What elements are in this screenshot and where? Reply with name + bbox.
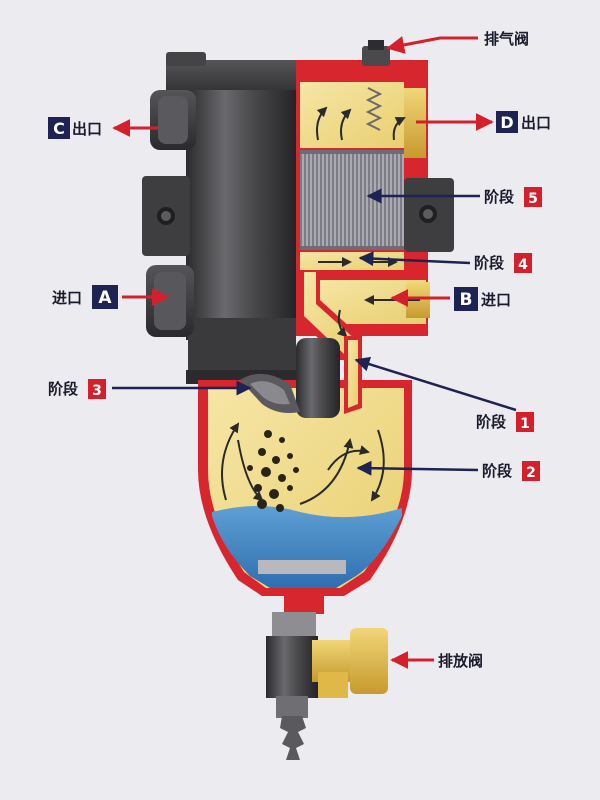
badge-num-1-text: 1 [520,416,530,432]
badge-num-1 [516,412,534,432]
upper-flow-arrows [316,106,420,338]
label-stage-5: 阶段 5 [484,187,542,207]
label-stage-2: 阶段 2 [482,461,540,481]
label-stage-1: 阶段 1 [476,412,534,432]
badge-num-4-text: 4 [518,257,528,273]
label-drain-valve: 排放阀 [438,652,483,670]
badge-num-2-text: 2 [526,465,536,481]
label-stage-5-text: 阶段 [484,188,514,206]
leader-stage-2 [356,460,479,476]
label-stage-3-text: 阶段 [48,380,78,398]
label-stage-4-text: 阶段 [474,254,504,272]
badge-letter-c-text: C [53,119,65,138]
badge-letter-d-text: D [500,113,513,132]
mounting-bracket-right [404,178,454,252]
badge-letter-d [496,111,518,133]
leader-lines [112,188,517,476]
label-outlet-d-text: 出口 [521,114,551,132]
label-stage-2-text: 阶段 [482,462,512,480]
badge-letter-c [48,117,70,139]
inlet-a-port [146,265,194,337]
label-stage-4: 阶段 4 [474,253,532,273]
label-inlet-b-text: 进口 [481,291,511,309]
label-outlet-c: C 出口 [48,117,102,139]
label-inlet-b: B 进口 [454,287,511,311]
badge-letter-b-text: B [460,290,473,310]
badge-num-3 [88,379,106,399]
badge-letter-b [454,287,478,311]
badge-num-5 [524,187,542,207]
label-stage-3: 阶段 3 [48,379,106,399]
bowl-internals [221,336,385,512]
drain-assembly [266,612,388,760]
mounting-bracket-left [142,176,190,256]
separator-bowl [198,380,412,614]
badge-num-3-text: 3 [92,383,102,399]
badge-letter-a-text: A [98,288,112,308]
badge-num-2 [522,461,540,481]
badge-letter-a [92,285,118,309]
leader-stage-1 [354,356,517,412]
leader-stage-4 [358,251,471,267]
label-inlet-a: 进口 A [52,285,118,309]
outlet-c-port [150,90,196,150]
badge-num-4 [514,253,532,273]
label-vent-valve: 排气阀 [484,30,529,48]
label-stage-1-text: 阶段 [476,413,506,431]
label-outlet-d: D 出口 [496,111,551,133]
label-outlet-c-text: 出口 [72,120,102,138]
label-inlet-a-text: 进口 [52,289,82,307]
badge-num-5-text: 5 [528,191,538,207]
pointer-arrows [112,36,494,669]
arrow-vent-valve [386,36,478,54]
